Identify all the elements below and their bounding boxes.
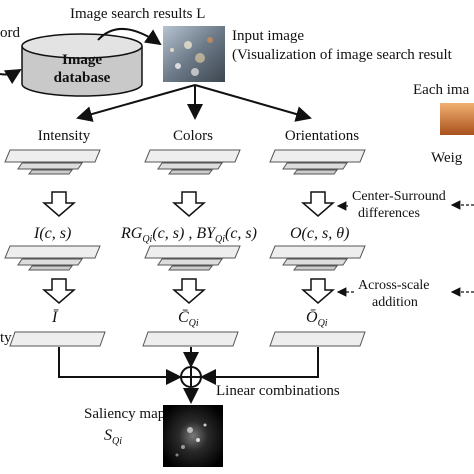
channel-label-intensity: Intensity (38, 128, 91, 144)
conspicuity-map-orientations (269, 331, 366, 347)
conspicuity-map-intensity (9, 331, 106, 347)
channel-label-orientations: Orientations (285, 128, 359, 144)
equation-orientations: O(c, s, θ) (290, 225, 349, 242)
conspicuity-label-colors: C̄Qi (178, 309, 199, 329)
weight-fragment: Weig (431, 150, 463, 166)
combine-line-intensity (58, 347, 182, 385)
branch-arrow-intensity (76, 84, 196, 122)
saliency-map-image (163, 405, 223, 467)
sum-node (180, 366, 202, 388)
input-image (163, 26, 225, 82)
channel-label-colors: Colors (173, 128, 213, 144)
each-image-thumbnail (440, 103, 474, 135)
down-arrow-colors-2 (171, 278, 207, 304)
pyramid-stack-orientations-1 (269, 149, 366, 175)
saliency-map-symbol: SQi (104, 427, 122, 447)
across-scale-label-1: Across-scale (358, 278, 430, 293)
keyword-arrow (0, 68, 22, 85)
pyramid-stack-intensity-2 (4, 245, 101, 271)
pyramid-stack-colors-1 (144, 149, 241, 175)
down-arrow-orientations-2 (300, 278, 336, 304)
center-surround-label-1: Center-Surround (352, 189, 446, 204)
branch-arrow-orientations (194, 84, 312, 122)
linear-combinations-label: Linear combinations (216, 383, 340, 399)
input-image-title: Input image (232, 28, 304, 44)
down-arrow-intensity-2 (41, 278, 77, 304)
database-label-line2: database (54, 70, 111, 86)
keyword-label-fragment: ord (0, 25, 20, 41)
equation-intensity: I(c, s) (33, 225, 71, 242)
across-scale-label-2: addition (372, 295, 418, 310)
pyramid-stack-colors-2 (144, 245, 241, 271)
search-arrow (97, 27, 162, 46)
pyramid-stack-intensity-1 (4, 149, 101, 175)
database-label-line1: Image (62, 52, 102, 68)
input-image-subtitle: (Visualization of image search result (232, 47, 453, 63)
down-arrow-intensity-1 (41, 191, 77, 217)
pyramid-stack-orientations-2 (269, 245, 366, 271)
conspicuity-left-fragment: ty (0, 330, 12, 346)
conspicuity-map-colors (142, 331, 239, 347)
each-image-fragment: Each ima (413, 82, 470, 98)
conspicuity-label-orientations: ŌQi (306, 308, 328, 329)
conspicuity-label-intensity: Ī (51, 309, 59, 326)
center-surround-label-2: differences (358, 206, 420, 221)
saliency-map-title: Saliency map (84, 406, 165, 422)
image-database-cylinder: Image database (21, 33, 143, 97)
combine-line-orientations (200, 347, 319, 385)
search-results-label: Image search results L (70, 6, 205, 22)
down-arrow-colors-1 (171, 191, 207, 217)
down-arrow-orientations-1 (300, 191, 336, 217)
equation-colors: RGQi(c, s) , BYQi(c, s) (120, 225, 257, 245)
